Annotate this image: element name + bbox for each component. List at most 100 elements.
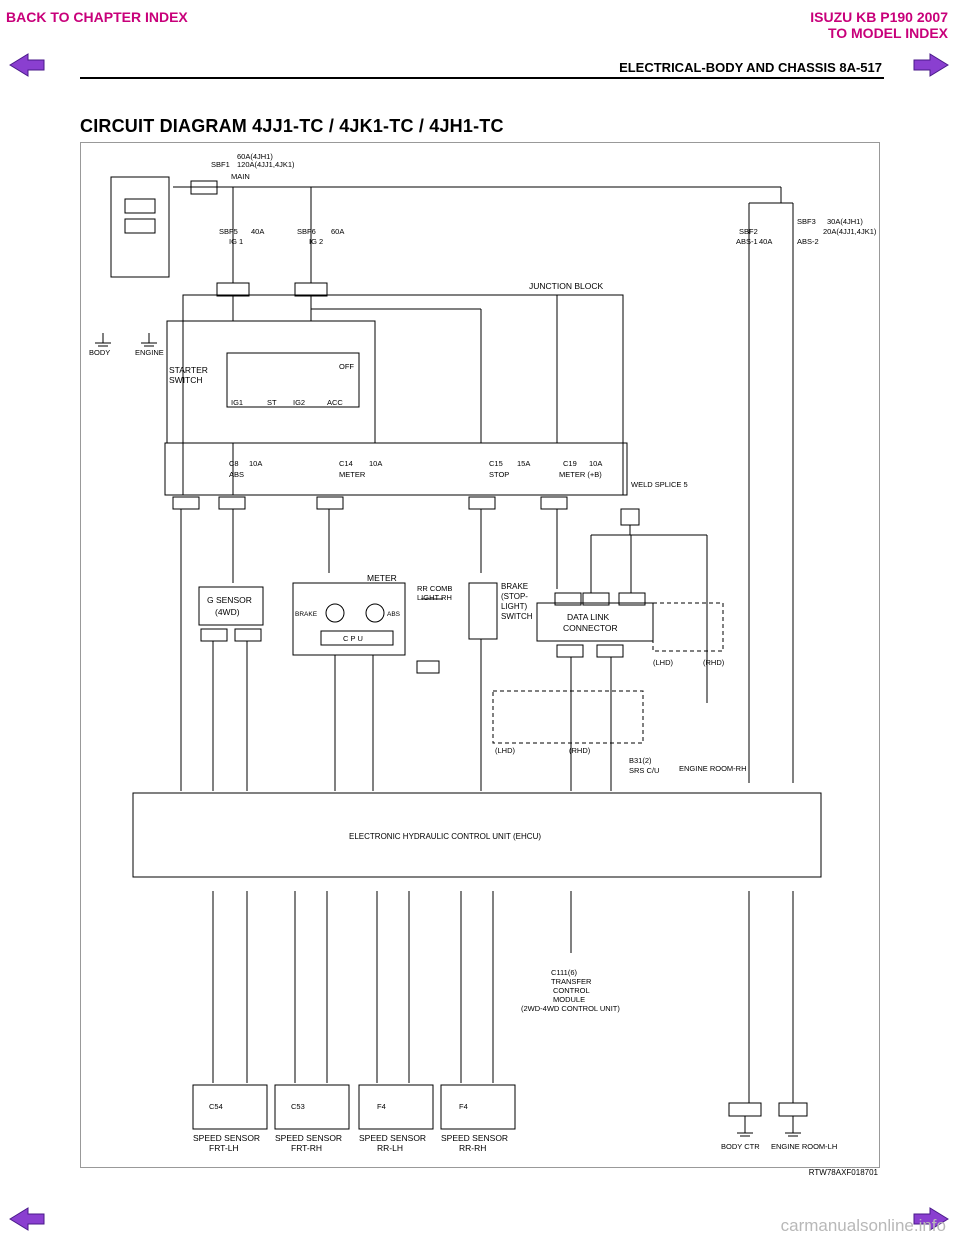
c19-name: METER (+B)	[559, 470, 602, 479]
transfer-label-1: C111(6)	[551, 968, 577, 977]
sbf5-rating: 40A	[251, 227, 264, 236]
ground-engine-room-rh-label: ENGINE ROOM-RH	[679, 764, 747, 773]
sensor-frt-lh-name: SPEED SENSOR	[193, 1133, 260, 1143]
sbf2-label: SBF2	[739, 227, 758, 236]
sensor-rr-rh-name: SPEED SENSOR	[441, 1133, 508, 1143]
ehcu-label: ELECTRONIC HYDRAULIC CONTROL UNIT (EHCU)	[349, 832, 541, 841]
circuit-diagram-svg: SBF1 60A(4JH1) 120A(4JJ1,4JK1) MAIN SBF5…	[89, 152, 877, 1153]
sbf1-rating: 60A(4JH1)	[237, 152, 273, 161]
conn-c53: C53	[291, 1102, 305, 1111]
gsensor-label-2: (4WD)	[215, 607, 240, 617]
data-link-label-2: CONNECTOR	[563, 623, 618, 633]
abs-indicator-label: ABS	[387, 611, 401, 618]
header-divider	[80, 77, 884, 79]
off-label: OFF	[339, 362, 354, 371]
ground-body-ctr-label: BODY CTR	[721, 1142, 760, 1151]
sbf3-label: SBF3	[797, 217, 816, 226]
model-index-link[interactable]: ISUZU KB P190 2007 TO MODEL INDEX	[810, 9, 948, 41]
gsensor-label-1: G SENSOR	[207, 595, 252, 605]
sbf1-label: SBF1	[211, 160, 230, 169]
c14-rating: 10A	[369, 459, 382, 468]
brake-switch-label-1: BRAKE	[501, 582, 528, 591]
circuit-diagram: SBF1 60A(4JH1) 120A(4JJ1,4JK1) MAIN SBF5…	[80, 142, 880, 1168]
c15-label: C15	[489, 459, 503, 468]
back-to-chapter-link[interactable]: BACK TO CHAPTER INDEX	[6, 9, 188, 25]
sensor-rr-lh-name: SPEED SENSOR	[359, 1133, 426, 1143]
brake-switch-label-2: (STOP-	[501, 592, 528, 601]
starter-switch-contacts	[226, 352, 360, 408]
acc-label: ACC	[327, 398, 343, 407]
transfer-label-3: CONTROL	[553, 986, 590, 995]
sbf3-rating2: 20A(4JJ1,4JK1)	[823, 227, 877, 236]
sensor-frt-rh-name: SPEED SENSOR	[275, 1133, 342, 1143]
sbf3-name: ABS-2	[797, 237, 819, 246]
weld-splice-label: WELD SPLICE 5	[631, 480, 688, 489]
to-model-index[interactable]: TO MODEL INDEX	[827, 25, 948, 41]
sbf1-rating2: 120A(4JJ1,4JK1)	[237, 160, 295, 169]
c8-name: ABS	[229, 470, 244, 479]
speed-sensor-rr-lh-box	[358, 1084, 434, 1130]
sensor-rr-lh-pos: RR-LH	[377, 1143, 403, 1153]
rr-comb-label-1: RR COMB	[417, 584, 452, 593]
meter-box	[292, 582, 406, 656]
sensor-rr-rh-pos: RR-RH	[459, 1143, 486, 1153]
model-name: ISUZU KB P190 2007	[810, 9, 948, 25]
ehcu-box	[132, 792, 822, 878]
cpu-label: C P U	[343, 634, 363, 643]
brake-switch-label-3: LIGHT)	[501, 602, 528, 611]
prev-page-arrow-icon[interactable]	[8, 52, 46, 78]
speed-sensor-rr-rh-box	[440, 1084, 516, 1130]
ground-body-label: BODY	[89, 348, 110, 357]
c15-name: STOP	[489, 470, 509, 479]
c8-rating: 10A	[249, 459, 262, 468]
transfer-label-5: (2WD-4WD CONTROL UNIT)	[521, 1004, 620, 1013]
starter-switch-label-2: SWITCH	[169, 375, 203, 385]
sbf6-name: IG 2	[309, 237, 323, 246]
junction-block-label: JUNCTION BLOCK	[529, 281, 603, 291]
rr-comb-label-2: LIGHT RH	[417, 593, 452, 602]
srs-label-1: B31(2)	[629, 756, 652, 765]
lhd-label-top: (LHD)	[653, 658, 674, 667]
data-link-label-1: DATA LINK	[567, 612, 610, 622]
next-page-arrow-icon[interactable]	[912, 52, 950, 78]
speed-sensor-frt-rh-box	[274, 1084, 350, 1130]
conn-f4-lh: F4	[377, 1102, 386, 1111]
sbf5-name: IG 1	[229, 237, 243, 246]
sensor-frt-rh-pos: FRT-RH	[291, 1143, 322, 1153]
gsensor-box	[198, 586, 264, 626]
transfer-label-4: MODULE	[553, 995, 585, 1004]
sensor-frt-lh-pos: FRT-LH	[209, 1143, 239, 1153]
sbf2-name: ABS-1	[736, 237, 758, 246]
conn-f4-rh: F4	[459, 1102, 468, 1111]
prev-page-arrow-bottom-icon[interactable]	[8, 1206, 46, 1232]
next-page-arrow-bottom-icon[interactable]	[912, 1206, 950, 1232]
brake-switch-label-4: SWITCH	[501, 612, 533, 621]
rhd-label-top: (RHD)	[703, 658, 725, 667]
c19-rating: 10A	[589, 459, 602, 468]
c8-label: C8	[229, 459, 239, 468]
battery-connector-block	[110, 176, 170, 278]
sbf2-rating: 40A	[759, 237, 772, 246]
c14-name: METER	[339, 470, 366, 479]
ig2-label: IG2	[293, 398, 305, 407]
brake-indicator-label: BRAKE	[295, 611, 318, 618]
srs-label-2: SRS C/U	[629, 766, 659, 775]
ground-engine-room-lh-label: ENGINE ROOM-LH	[771, 1142, 837, 1151]
sbf6-rating: 60A	[331, 227, 344, 236]
ig1-label: IG1	[231, 398, 243, 407]
meter-label: METER	[367, 573, 397, 583]
reference-code: RTW78AXF018701	[808, 1168, 878, 1177]
sbf3-rating: 30A(4JH1)	[827, 217, 863, 226]
sbf1-name: MAIN	[231, 172, 250, 181]
c15-rating: 15A	[517, 459, 530, 468]
st-label: ST	[267, 398, 277, 407]
data-link-connector-box	[536, 602, 654, 642]
starter-switch-label-1: STARTER	[169, 365, 208, 375]
brake-switch-box	[468, 582, 498, 640]
lhd-label-bottom: (LHD)	[495, 746, 516, 755]
sbf5-label: SBF5	[219, 227, 238, 236]
conn-c54: C54	[209, 1102, 223, 1111]
ground-engine-label: ENGINE	[135, 348, 164, 357]
page-title: CIRCUIT DIAGRAM 4JJ1-TC / 4JK1-TC / 4JH1…	[80, 116, 504, 136]
transfer-label-2: TRANSFER	[551, 977, 592, 986]
